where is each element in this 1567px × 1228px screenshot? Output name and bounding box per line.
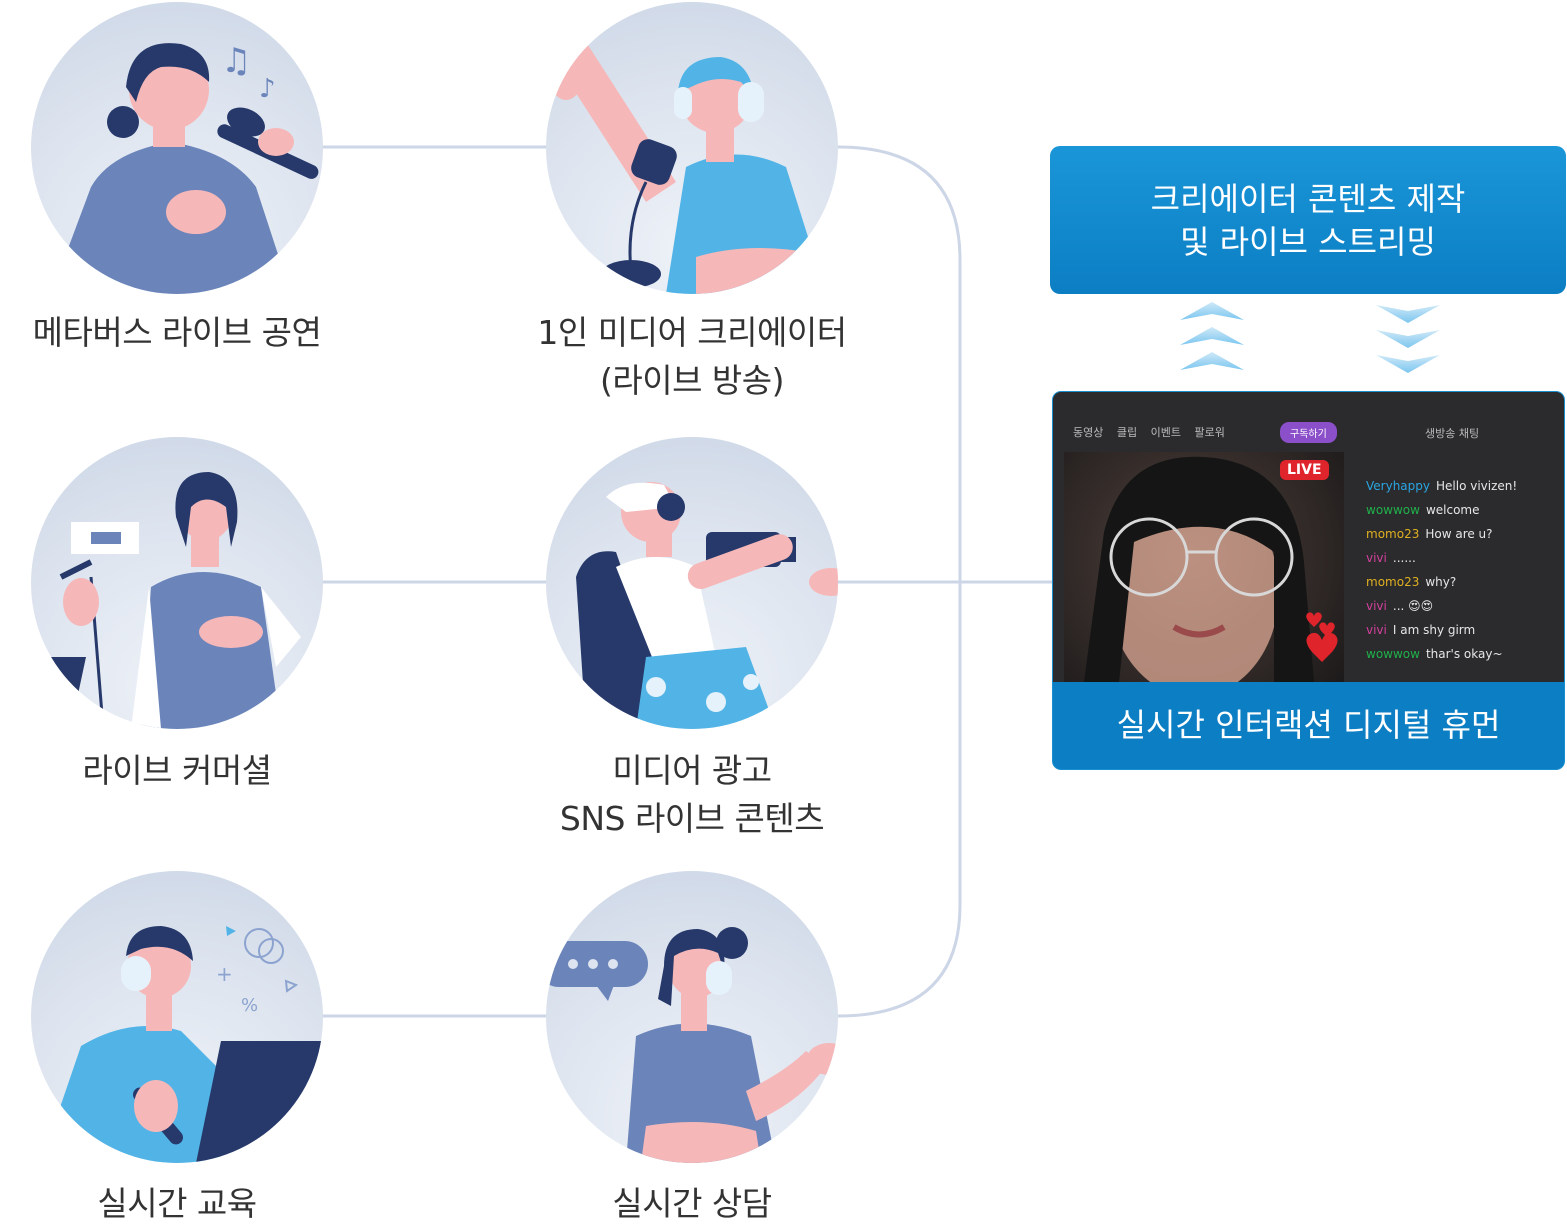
chat-title: 생방송 채팅 <box>1425 427 1480 440</box>
chat-text: ... 😍😍 <box>1392 599 1434 613</box>
chat-user: momo23 <box>1366 527 1420 541</box>
creator-streaming-banner: 크리에이터 콘텐츠 제작 및 라이브 스트리밍 <box>1050 146 1566 294</box>
label-line: 실시간 상담 <box>612 1184 772 1223</box>
chat-user: vivi <box>1366 551 1387 565</box>
digital-human-face <box>1084 456 1338 697</box>
chat-message: wowwow thar's okay~ <box>1366 642 1556 666</box>
nav-clips[interactable]: 클립 <box>1116 426 1138 439</box>
label-creator: 1인 미디어 크리에이터 (라이브 방송) <box>502 309 882 405</box>
live-commerce-illustration <box>31 437 323 729</box>
live-stream-card: 동영상 클립 이벤트 팔로워 구독하기 생방송 채팅 LIVE Veryhapp… <box>1053 392 1564 769</box>
digital-human-video <box>1064 452 1344 697</box>
label-live-consultation: 실시간 상담 <box>502 1180 882 1228</box>
label-line: 라이브 커머셜 <box>82 751 272 790</box>
chat-user: wowwow <box>1366 647 1420 661</box>
label-line: (라이브 방송) <box>599 361 785 400</box>
chat-user: wowwow <box>1366 503 1420 517</box>
chat-user: vivi <box>1366 599 1387 613</box>
label-metaverse-concert: 메타버스 라이브 공연 <box>0 309 367 357</box>
chat-message: vivi I am shy girm <box>1366 618 1556 642</box>
banner-line: 크리에이터 콘텐츠 제작 <box>1150 180 1466 218</box>
chat-text: Hello vivizen! <box>1436 479 1518 493</box>
chat-message: momo23 How are u? <box>1366 522 1556 546</box>
label-live-education: 실시간 교육 <box>0 1180 367 1228</box>
live-education-illustration: + % <box>31 871 323 1163</box>
nav-followers[interactable]: 팔로워 <box>1194 426 1225 439</box>
chat-message: vivi...... <box>1366 546 1556 570</box>
chat-text: How are u? <box>1425 527 1493 541</box>
live-consultation-illustration <box>546 871 838 1163</box>
label-line: 메타버스 라이브 공연 <box>32 313 322 352</box>
chat-user: momo23 <box>1366 575 1420 589</box>
chat-message: Veryhappy Hello vivizen! <box>1366 474 1556 498</box>
chat-list: Veryhappy Hello vivizen! wowwow welcome momo… <box>1366 474 1556 666</box>
svg-text:+: + <box>216 962 233 986</box>
label-live-commerce: 라이브 커머셜 <box>0 747 367 795</box>
svg-text:%: % <box>241 995 258 1016</box>
svg-text:♪: ♪ <box>259 74 276 104</box>
digital-human-title: 실시간 인터랙션 디지털 휴먼 <box>1116 706 1501 744</box>
nav-events[interactable]: 이벤트 <box>1150 426 1181 439</box>
chat-message: momo23 why? <box>1366 570 1556 594</box>
creator-broadcast-illustration <box>546 2 838 294</box>
subscribe-button[interactable]: 구독하기 <box>1280 422 1337 443</box>
live-badge: LIVE <box>1280 460 1329 480</box>
stream-nav: 동영상 클립 이벤트 팔로워 <box>1073 424 1235 440</box>
chat-message: wowwow welcome <box>1366 498 1556 522</box>
up-chevrons-icon <box>1180 302 1244 370</box>
label-line: SNS 라이브 콘텐츠 <box>559 799 825 838</box>
chat-user: vivi <box>1366 623 1387 637</box>
label-media-ads: 미디어 광고 SNS 라이브 콘텐츠 <box>502 747 882 843</box>
down-chevrons-icon <box>1376 305 1440 373</box>
chat-text: ...... <box>1392 551 1416 565</box>
label-line: 미디어 광고 <box>612 751 772 790</box>
chat-text: welcome <box>1425 503 1480 517</box>
chat-text: thar's okay~ <box>1425 647 1503 661</box>
svg-text:♫: ♫ <box>221 41 251 81</box>
chat-text: I am shy girm <box>1392 623 1476 637</box>
stream-screen: 동영상 클립 이벤트 팔로워 구독하기 생방송 채팅 LIVE Veryhapp… <box>1053 392 1564 697</box>
metaverse-concert-illustration: ♫ ♪ <box>31 2 323 294</box>
label-line: 1인 미디어 크리에이터 <box>537 313 847 352</box>
chat-text: why? <box>1425 575 1457 589</box>
chat-user: Veryhappy <box>1366 479 1430 493</box>
nav-videos[interactable]: 동영상 <box>1073 426 1104 439</box>
chat-message: vivi ... 😍😍 <box>1366 594 1556 618</box>
media-ads-illustration <box>546 437 838 729</box>
banner-line: 및 라이브 스트리밍 <box>1180 223 1436 261</box>
label-line: 실시간 교육 <box>97 1184 257 1223</box>
